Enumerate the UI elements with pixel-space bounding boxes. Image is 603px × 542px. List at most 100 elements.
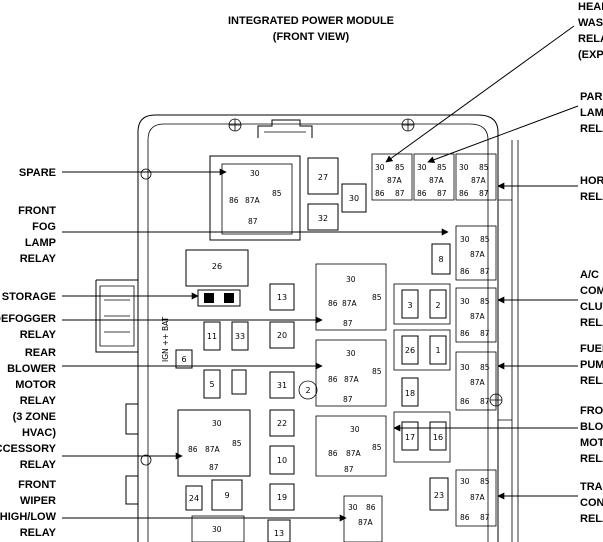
svg-text:6: 6 <box>181 355 186 364</box>
label-headlamp-washer-line1: HEAI <box>578 1 603 13</box>
svg-text:86: 86 <box>375 189 385 198</box>
svg-text:26: 26 <box>405 346 415 355</box>
svg-text:RELA: RELA <box>580 317 603 329</box>
svg-text:LAM: LAM <box>580 107 603 119</box>
svg-text:87A: 87A <box>429 176 445 185</box>
center-relays: 30 86 87A 85 87 30 86 87A 85 87 30 86 87… <box>315 263 387 542</box>
svg-text:30: 30 <box>460 477 470 486</box>
svg-text:26: 26 <box>212 262 222 271</box>
svg-text:CON: CON <box>580 497 603 509</box>
left-labels: SPARE FRONT FOG LAMP RELAY STORAGE DEFOG… <box>0 167 57 539</box>
svg-text:87A: 87A <box>344 375 360 384</box>
svg-text:87: 87 <box>248 217 258 226</box>
svg-text:87: 87 <box>343 395 353 404</box>
label-accessory-line1: ACCESSORY <box>0 443 57 455</box>
svg-text:85: 85 <box>232 439 242 448</box>
svg-text:(3 ZONE: (3 ZONE <box>13 411 56 423</box>
svg-text:23: 23 <box>434 491 444 500</box>
svg-text:30: 30 <box>346 275 356 284</box>
svg-text:27: 27 <box>318 173 328 182</box>
middle-fuse-column: 8 3 2 26 1 18 17 16 23 <box>393 243 451 511</box>
svg-text:87A: 87A <box>470 493 486 502</box>
svg-text:5: 5 <box>209 380 214 389</box>
svg-text:MOT: MOT <box>580 437 603 449</box>
svg-text:RELA: RELA <box>580 513 603 525</box>
svg-text:87A: 87A <box>470 378 486 387</box>
svg-text:87: 87 <box>209 463 219 472</box>
svg-text:RELA: RELA <box>580 453 603 465</box>
svg-text:LAMP: LAMP <box>25 237 56 249</box>
module-outline <box>95 114 519 542</box>
svg-text:30: 30 <box>460 297 470 306</box>
fuse-30 <box>341 183 367 213</box>
svg-text:30: 30 <box>417 163 427 172</box>
svg-text:30: 30 <box>460 363 470 372</box>
left-fuse-column: 26 13 20 31 22 10 19 13 11 33 6 5 24 9 2… <box>161 249 318 542</box>
accessory-relay-block: 30 86 87A 85 87 <box>177 409 251 477</box>
svg-text:10: 10 <box>277 456 287 465</box>
svg-text:19: 19 <box>277 493 287 502</box>
svg-text:13: 13 <box>277 293 287 302</box>
svg-text:87A: 87A <box>387 176 403 185</box>
label-front-fog-line1: FRONT <box>18 205 56 217</box>
diagram-title-line1: INTEGRATED POWER MODULE <box>228 15 394 27</box>
svg-text:87: 87 <box>395 189 405 198</box>
svg-text:87A: 87A <box>470 250 486 259</box>
svg-text:86: 86 <box>460 267 470 276</box>
svg-text:16: 16 <box>433 433 443 442</box>
svg-text:9: 9 <box>224 491 229 500</box>
svg-text:85: 85 <box>480 363 490 372</box>
svg-text:30: 30 <box>350 425 360 434</box>
svg-text:RELA: RELA <box>580 375 603 387</box>
svg-text:20: 20 <box>277 331 287 340</box>
svg-text:(EXP: (EXP <box>578 49 603 61</box>
svg-text:30: 30 <box>348 503 358 512</box>
label-horn-line1: HOR <box>580 175 603 187</box>
svg-text:86: 86 <box>229 196 239 205</box>
svg-text:86: 86 <box>460 329 470 338</box>
label-ac-line1: A/C <box>580 269 599 281</box>
svg-text:87: 87 <box>437 189 447 198</box>
ign-bat-label: IGN ++ BAT <box>161 316 170 362</box>
svg-text:86: 86 <box>460 513 470 522</box>
svg-text:WIPER: WIPER <box>20 495 56 507</box>
svg-text:BLOWER: BLOWER <box>7 363 56 375</box>
svg-text:85: 85 <box>372 293 382 302</box>
svg-text:COM: COM <box>580 285 603 297</box>
svg-text:30: 30 <box>459 163 469 172</box>
label-front-wiper-line1: FRONT <box>18 479 56 491</box>
svg-text:RELAY: RELAY <box>20 459 57 471</box>
svg-text:87A: 87A <box>471 176 487 185</box>
label-front-blower-line1: FRO <box>580 405 603 417</box>
svg-text:85: 85 <box>480 297 490 306</box>
svg-text:87: 87 <box>343 319 353 328</box>
svg-text:85: 85 <box>372 443 382 452</box>
svg-text:RELAY: RELAY <box>20 253 57 265</box>
svg-text:87: 87 <box>344 465 354 474</box>
svg-text:85: 85 <box>479 163 489 172</box>
svg-text:RELAY: RELAY <box>20 395 57 407</box>
svg-text:85: 85 <box>372 367 382 376</box>
label-defogger-line1: DEFOGGER <box>0 313 56 325</box>
svg-text:85: 85 <box>272 189 282 198</box>
svg-text:30: 30 <box>212 525 222 534</box>
svg-text:86: 86 <box>459 189 469 198</box>
diagram-title-line2: (FRONT VIEW) <box>273 31 350 43</box>
svg-text:2: 2 <box>435 301 440 310</box>
svg-text:HIGH/LOW: HIGH/LOW <box>0 511 57 523</box>
svg-text:RELA: RELA <box>580 123 603 135</box>
svg-text:87A: 87A <box>205 445 221 454</box>
svg-text:CLUT: CLUT <box>580 301 603 313</box>
svg-text:86: 86 <box>328 449 338 458</box>
fuse-27 <box>307 157 339 195</box>
svg-text:30: 30 <box>346 349 356 358</box>
fuse-32 <box>307 203 339 231</box>
svg-text:32: 32 <box>318 214 328 223</box>
label-storage: STORAGE <box>2 291 56 303</box>
svg-text:33: 33 <box>235 332 245 341</box>
right-labels: HEAI WAS RELA (EXP PAR LAM RELA HOR RELA… <box>578 1 603 525</box>
svg-text:BLO: BLO <box>580 421 603 433</box>
svg-text:WAS: WAS <box>578 17 603 29</box>
